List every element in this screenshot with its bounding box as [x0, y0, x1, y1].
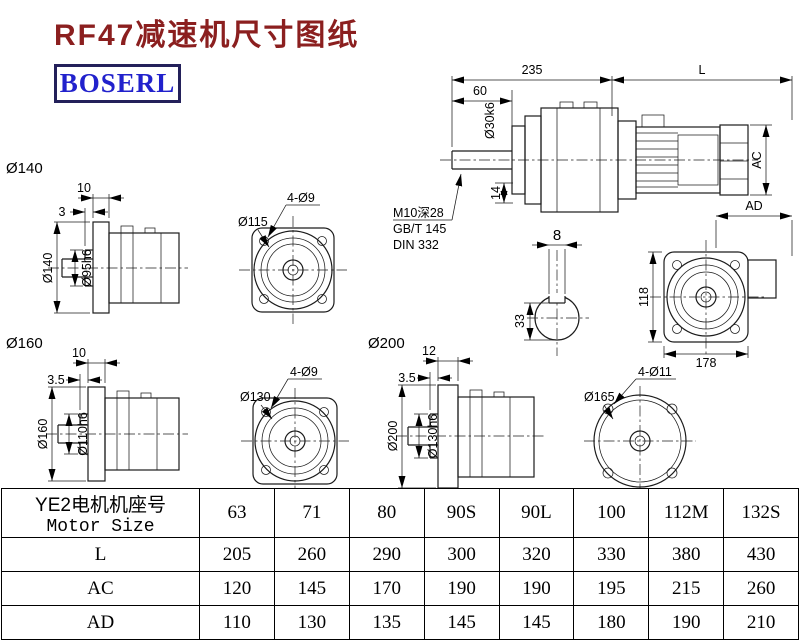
thread-note-3: DIN 332 [393, 238, 439, 252]
thread-note-2: GB/T 145 [393, 222, 446, 236]
dim-3-5: 3.5 [47, 373, 64, 387]
cell: 205 [199, 537, 275, 572]
dim-spigot-95: Ø95h6 [80, 249, 94, 287]
dim-118: 118 [637, 287, 651, 307]
dim-3: 3 [59, 205, 66, 219]
cell: 145 [498, 605, 575, 640]
bolt-circle-165: Ø165 [584, 390, 615, 404]
cell: 130 [273, 605, 350, 640]
flange-160-front-view: 4-Ø9 Ø130 [240, 365, 349, 490]
flange-160-side-view: Ø160 10 3.5 [6, 335, 188, 482]
motor-size-header-cell: YE2电机机座号 Motor Size [1, 488, 200, 538]
bolt-circle-115: Ø115 [238, 215, 268, 229]
cell: 195 [573, 571, 650, 606]
table-header-row: YE2电机机座号 Motor Size 63 71 80 90S 90L 100… [1, 488, 799, 538]
cell: 215 [648, 571, 725, 606]
row-label: L [1, 537, 200, 572]
dim-dia-160: Ø160 [36, 419, 50, 450]
dim-235: 235 [522, 63, 543, 77]
size-col-5: 100 [573, 488, 650, 538]
cell: 190 [498, 571, 575, 606]
cell: 300 [423, 537, 500, 572]
technical-drawing: 235 L 60 Ø30k6 AC 14 M10深28 GB/T 145 DIN… [6, 63, 793, 490]
cell: 210 [723, 605, 799, 640]
cell: 180 [573, 605, 650, 640]
cell: 145 [273, 571, 350, 606]
cell: 430 [723, 537, 799, 572]
size-col-0: 63 [199, 488, 275, 538]
holes-note-200: 4-Ø11 [638, 365, 672, 379]
dim-12: 12 [422, 344, 436, 358]
cell: 290 [348, 537, 425, 572]
size-col-3: 90S [423, 488, 500, 538]
dim-14: 14 [489, 186, 503, 200]
dim-8: 8 [553, 227, 561, 244]
cell: 135 [348, 605, 425, 640]
row-label: AC [1, 571, 200, 606]
dim-L: L [699, 63, 706, 77]
motor-size-table: YE2电机机座号 Motor Size 63 71 80 90S 90L 100… [1, 488, 799, 640]
flange-160-label: Ø160 [6, 335, 43, 352]
dim-spigot-110: Ø110h6 [76, 412, 90, 456]
size-col-6: 112M [648, 488, 725, 538]
cell: 190 [423, 571, 500, 606]
output-end-view: AD 118 178 [637, 199, 793, 370]
cell: 120 [199, 571, 275, 606]
assembly-side-view: 235 L 60 Ø30k6 AC 14 M10深28 GB/T 145 DIN… [393, 63, 793, 252]
flange-200-front-view: 4-Ø11 Ø165 [584, 365, 696, 490]
cell: 380 [648, 537, 725, 572]
cell: 330 [573, 537, 650, 572]
size-col-7: 132S [723, 488, 799, 538]
table-row-AC: AC 120 145 170 190 190 195 215 260 [1, 571, 799, 606]
flange-140-label: Ø140 [6, 160, 43, 177]
brand-logo: BOSERL [54, 64, 181, 103]
cell: 260 [723, 571, 799, 606]
cell: 170 [348, 571, 425, 606]
table-row-L: L 205 260 290 300 320 330 380 430 [1, 537, 799, 572]
dim-AD: AD [745, 199, 762, 213]
dim-spigot-130: Ø130h6 [426, 414, 440, 459]
cell: 190 [648, 605, 725, 640]
size-col-2: 80 [348, 488, 425, 538]
flange-140-side-view: Ø140 10 3 [6, 160, 188, 314]
size-col-1: 71 [273, 488, 350, 538]
dim-60: 60 [473, 84, 487, 98]
cell: 145 [423, 605, 500, 640]
row-label: AD [1, 605, 200, 640]
cell: 260 [273, 537, 350, 572]
flange-200-side-view: Ø200 12 3.5 [368, 335, 545, 489]
holes-note-160: 4-Ø9 [290, 365, 318, 379]
shaft-dia-label: Ø30k6 [483, 102, 497, 139]
cell: 320 [498, 537, 575, 572]
cell: 110 [199, 605, 275, 640]
dim-178: 178 [696, 356, 717, 370]
dim-AC: AC [750, 151, 764, 168]
dim-dia-140: Ø140 [41, 253, 55, 284]
table-row-AD: AD 110 130 135 145 145 180 190 210 [1, 605, 799, 640]
holes-note-140: 4-Ø9 [287, 191, 315, 205]
dim-10: 10 [77, 181, 91, 195]
page-title: RF47减速机尺寸图纸 [54, 19, 360, 52]
dim-3-5: 3.5 [398, 371, 415, 385]
dim-dia-200: Ø200 [386, 421, 400, 452]
flange-200-label: Ø200 [368, 335, 405, 352]
size-col-4: 90L [498, 488, 575, 538]
shaft-key-section: 8 33 [513, 227, 589, 356]
dim-10: 10 [72, 346, 86, 360]
thread-note-1: M10深28 [393, 206, 444, 220]
dim-33: 33 [513, 314, 527, 328]
bolt-circle-130: Ø130 [240, 390, 271, 404]
flange-140-front-view: 4-Ø9 Ø115 [238, 191, 347, 324]
header-en: Motor Size [46, 516, 155, 537]
header-cn: YE2电机机座号 [35, 494, 166, 516]
